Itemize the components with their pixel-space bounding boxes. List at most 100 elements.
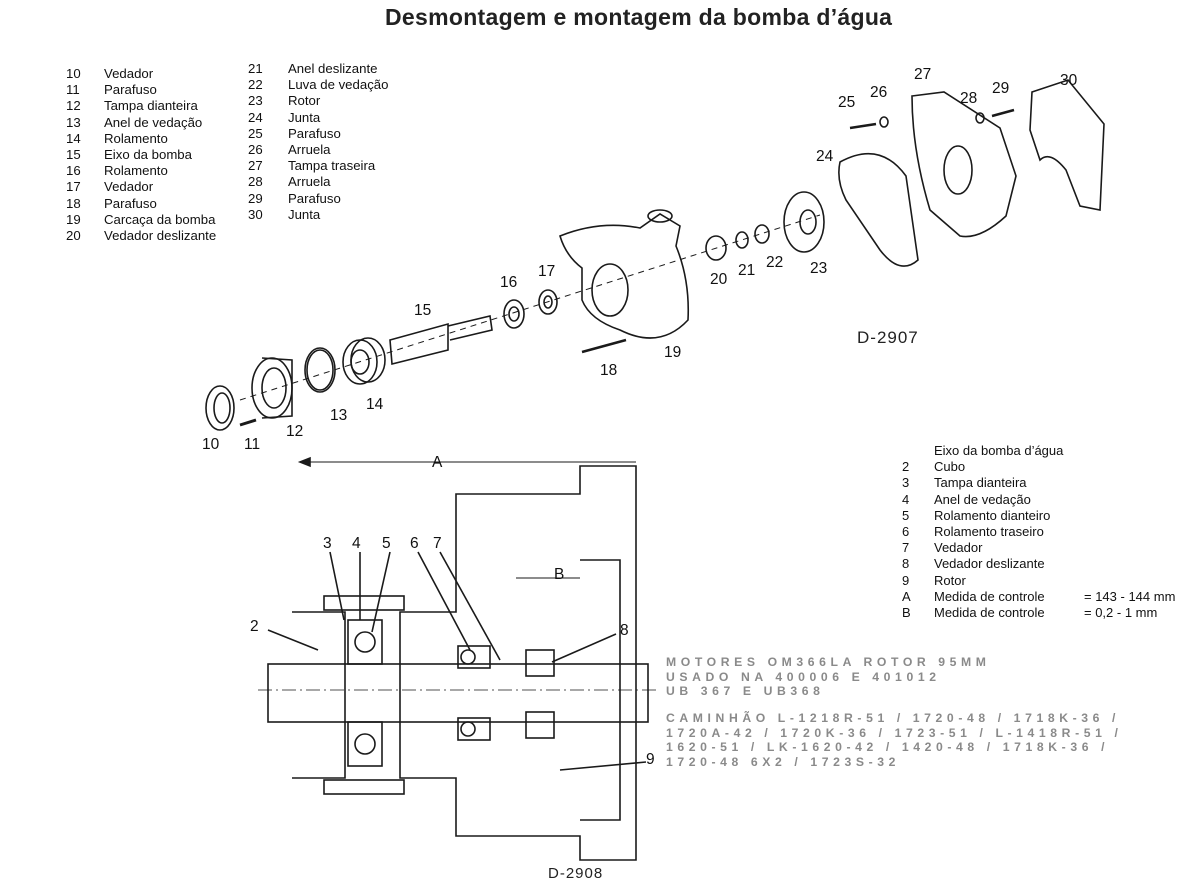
pump-shaft (267, 663, 649, 723)
legend-number: 21 (248, 61, 263, 76)
legend-label: Rolamento dianteiro (934, 507, 1051, 523)
notes-block-engine: MOTORES OM366LA ROTOR 95MM USADO NA 4000… (666, 655, 991, 699)
note-line: USADO NA 400006 E 401012 (666, 669, 941, 684)
callout-13: 13 (330, 407, 348, 424)
callout-3: 3 (323, 535, 332, 552)
rotor-section (580, 559, 621, 821)
legend-number: 19 (66, 211, 81, 227)
legend-number: 11 (66, 82, 80, 98)
legend-label: Rolamento (104, 130, 168, 146)
part-13-o-ring (304, 347, 336, 393)
part-23-rotor (783, 191, 825, 253)
bolt-top (323, 595, 405, 611)
legend-number: 8 (902, 556, 910, 572)
legend-label: Parafuso (288, 190, 341, 206)
legend-label: Tampa dianteira (104, 98, 198, 114)
legend-number: 7 (902, 540, 910, 556)
legend-row: 25 Parafuso (248, 126, 388, 142)
legend-label: Vedador deslizante (934, 556, 1045, 572)
note-line: CAMINHÃO L-1218R-51 / 1720-48 / 1718K-36… (666, 711, 1120, 725)
legend-number: 16 (66, 163, 81, 179)
legend-row: 7 Vedador (902, 540, 1175, 556)
legend-number: B (902, 605, 911, 621)
legend-row: 11 Parafuso (66, 82, 216, 98)
legend-label: Rolamento (104, 163, 168, 179)
legend-label: Medida de controle (934, 588, 1045, 604)
bolt-bottom (323, 779, 405, 795)
legend-label: Rotor (934, 572, 966, 588)
legend-label: Parafuso (288, 125, 341, 141)
part-25-screw (849, 122, 877, 130)
assembly-axis-line (239, 214, 821, 401)
legend-label: Rotor (288, 93, 321, 109)
legend-label: Anel de vedação (934, 491, 1031, 507)
legend-label: Eixo da bomba (104, 147, 192, 163)
sliding-seal-top (525, 649, 555, 677)
part-27-rear-cover (911, 91, 1017, 238)
legend-label: Parafuso (104, 82, 157, 98)
legend-row: 13 Anel de vedação (66, 115, 216, 131)
legend-label: Vedador (104, 66, 154, 81)
legend-label: Medida de controle (934, 605, 1045, 621)
part-20-sliding-seal (705, 235, 727, 261)
legend-number: 5 (902, 507, 910, 523)
part-18-bolt (581, 338, 627, 354)
callout-27: 27 (914, 66, 932, 83)
legend-number: 15 (66, 147, 81, 163)
front-bearing-top (347, 619, 383, 665)
callout-20: 20 (710, 271, 728, 288)
legend-label: Anel de vedação (104, 114, 203, 130)
part-24-gasket (838, 152, 919, 267)
callout-23: 23 (810, 260, 828, 277)
part-19-pump-housing (559, 213, 690, 339)
legend-number: 9 (902, 572, 910, 588)
legend-number: 29 (248, 190, 263, 206)
legend-label: Junta (288, 109, 321, 125)
callout-26: 26 (870, 84, 888, 101)
page-title: Desmontagem e montagem da bomba d’água (385, 4, 893, 30)
callout-15: 15 (414, 302, 432, 319)
legend-number: A (902, 588, 911, 604)
legend-number: 23 (248, 93, 263, 109)
sliding-seal-bottom (525, 711, 555, 739)
legend-number: 13 (66, 114, 81, 130)
rear-bearing-bottom (457, 717, 491, 741)
legend-row: 5 Rolamento dianteiro (902, 508, 1175, 524)
callout-21: 21 (738, 262, 756, 279)
legend-label: Cubo (934, 459, 966, 475)
note-line: 1620-51 / LK-1620-42 / 1420-48 / 1718K-3… (666, 740, 1110, 754)
callout-6: 6 (410, 535, 419, 552)
part-16-bearing (503, 299, 525, 329)
section-legend-title: Eixo da bomba d’água (934, 443, 1064, 458)
callout-4: 4 (352, 535, 361, 552)
note-line: 1720-48 6X2 / 1723S-32 (666, 754, 901, 769)
hub (292, 611, 346, 779)
part-22-seal-sleeve (754, 224, 770, 244)
callout-9: 9 (646, 751, 655, 768)
figure-code-exploded: D-2907 (857, 328, 919, 347)
legend-row: 15 Eixo da bomba (66, 147, 216, 163)
legend-label: Vedador (934, 540, 983, 556)
part-29-screw (991, 108, 1015, 118)
callout-11: 11 (244, 436, 261, 453)
figure-code-section: D-2908 (548, 865, 604, 882)
callout-14: 14 (366, 396, 384, 413)
notes-block-trucks: CAMINHÃO L-1218R-51 / 1720-48 / 1718K-36… (666, 711, 1122, 769)
callout-10: 10 (202, 436, 220, 453)
callout-7: 7 (433, 535, 442, 552)
legend-number: 25 (248, 125, 263, 141)
callout-17: 17 (538, 263, 556, 280)
